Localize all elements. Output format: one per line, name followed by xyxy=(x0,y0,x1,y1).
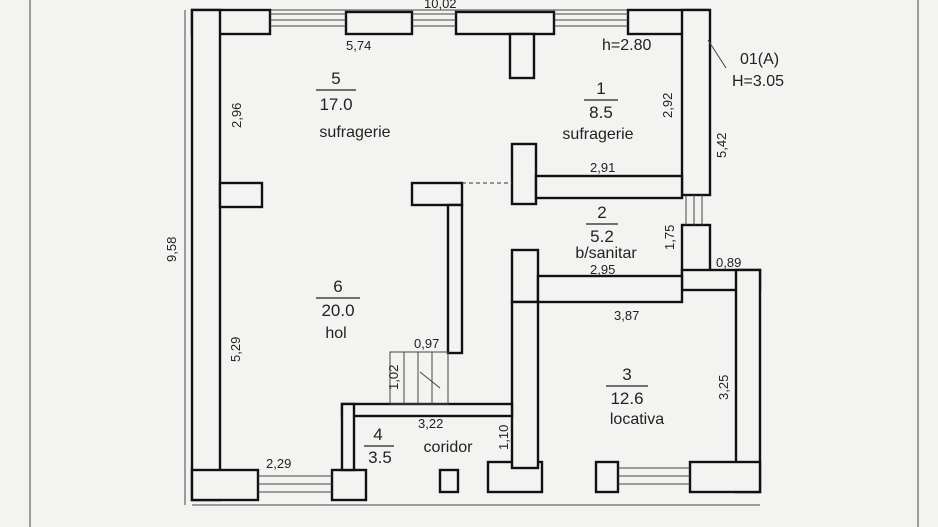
room-number: 2 xyxy=(597,203,606,222)
room-6: 6 20.0 hol xyxy=(316,277,360,342)
dim-hol-depth: 5,29 xyxy=(228,337,243,362)
room-area: 5.2 xyxy=(590,227,614,246)
room-area: 8.5 xyxy=(589,103,613,122)
building-height: H=3.05 xyxy=(732,73,784,90)
room-number: 5 xyxy=(331,69,340,88)
ceiling-height-note: h=2.80 xyxy=(602,37,651,54)
overall-width-label: 10,02 xyxy=(424,0,457,11)
dim-room2-width: 2,95 xyxy=(590,262,615,277)
dim-room3-width: 3,87 xyxy=(614,308,639,323)
room-2: 2 5.2 b/sanitar xyxy=(575,203,637,262)
overall-depth-label: 9,58 xyxy=(164,237,179,262)
room-name: b/sanitar xyxy=(575,245,637,262)
room-4: 4 3.5 coridor xyxy=(364,425,473,467)
room-area: 3.5 xyxy=(368,448,392,467)
room-name: locativa xyxy=(610,411,664,428)
room-name: sufragerie xyxy=(562,126,633,143)
dim-coridor-depth: 1,10 xyxy=(496,425,511,450)
room-1: 1 8.5 sufragerie xyxy=(562,79,633,143)
dim-stair-depth: 1,02 xyxy=(386,365,401,390)
dim-room1-depth: 2,92 xyxy=(660,93,675,118)
room-number: 6 xyxy=(333,277,342,296)
room-number: 3 xyxy=(622,365,631,384)
interior-walls xyxy=(340,32,684,472)
room-5: 5 17.0 sufragerie xyxy=(316,69,391,141)
room-3: 3 12.6 locativa xyxy=(606,365,664,428)
room-area: 12.6 xyxy=(610,389,643,408)
windows xyxy=(258,13,703,493)
room-name: coridor xyxy=(424,439,474,456)
room-number: 1 xyxy=(596,79,605,98)
dim-bottom-left: 2,29 xyxy=(266,456,291,471)
dim-room1-width: 2,91 xyxy=(590,160,615,175)
dim-right-upper: 5,42 xyxy=(714,133,729,158)
dim-right-step: 0,89 xyxy=(716,255,741,270)
dim-stair-width: 0,97 xyxy=(414,336,439,351)
room-area: 17.0 xyxy=(319,95,352,114)
dimension-labels: 5,74 2,96 2,92 5,42 2,91 1,75 2,95 0,89 … xyxy=(228,38,741,471)
dim-room5-width: 5,74 xyxy=(346,38,371,53)
dim-room3-depth: 3,25 xyxy=(716,375,731,400)
room-number: 4 xyxy=(373,425,382,444)
dim-coridor-width: 3,22 xyxy=(418,416,443,431)
dim-room5-depth: 2,96 xyxy=(229,103,244,128)
leader-line xyxy=(707,39,727,69)
room-name: hol xyxy=(325,325,346,342)
exterior-walls xyxy=(190,8,762,502)
building-code: 01(A) xyxy=(740,51,779,68)
room-area: 20.0 xyxy=(321,301,354,320)
dim-room2-depth: 1,75 xyxy=(662,225,677,250)
staircase xyxy=(389,351,449,405)
room-name: sufragerie xyxy=(319,124,390,141)
